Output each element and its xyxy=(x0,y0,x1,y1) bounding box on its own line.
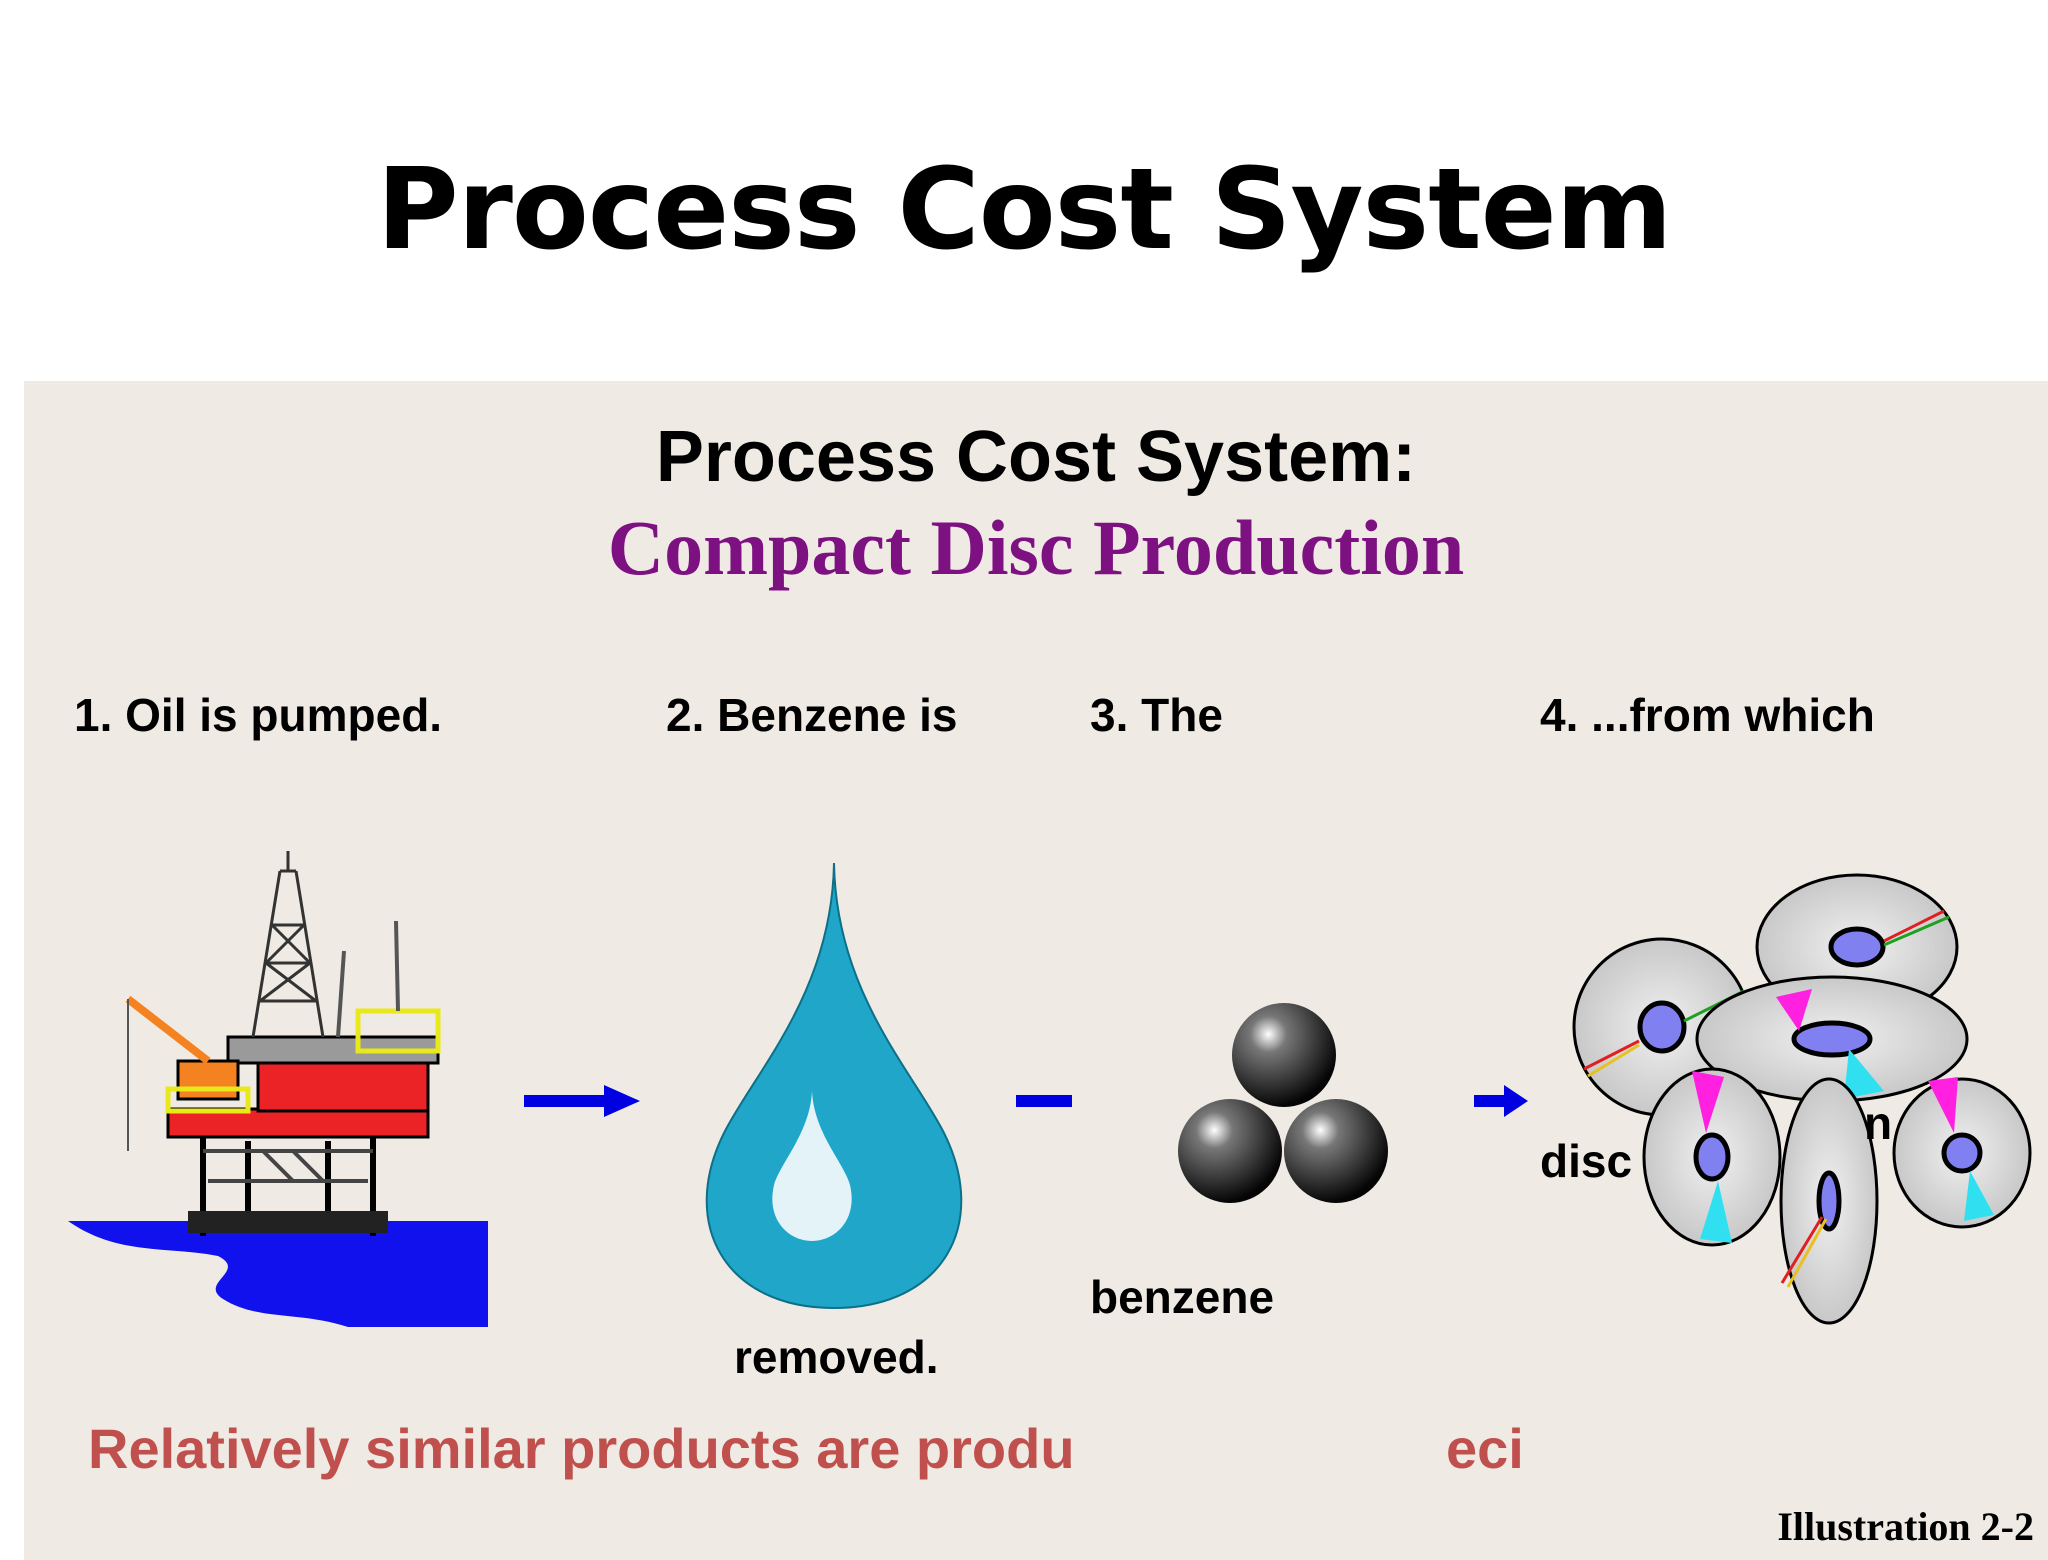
main-title: Process Cost System xyxy=(376,145,1673,275)
slide-title: Process Cost System: xyxy=(655,417,1417,497)
illustration-label: Illustration 2-2 xyxy=(1777,1504,2034,1549)
step-1-label: 1. Oil is pumped. xyxy=(74,689,443,741)
arrow-2-icon xyxy=(1016,1095,1072,1107)
oil-rig-icon xyxy=(68,851,488,1327)
caption-fragment: eci xyxy=(1446,1417,1524,1480)
step-2-continuation: removed. xyxy=(734,1331,939,1383)
step-3-label: 3. The xyxy=(1090,689,1223,741)
molecule-spheres-icon xyxy=(1178,1003,1388,1203)
slide-subtitle: Compact Disc Production xyxy=(607,504,1465,591)
step-3-continuation: benzene xyxy=(1090,1271,1275,1323)
arrow-1-icon xyxy=(524,1085,640,1117)
compact-discs-icon xyxy=(1572,873,2032,1325)
step-4-label: 4. ...from which xyxy=(1540,689,1875,741)
caption-text: Relatively similar products are produ xyxy=(88,1417,1075,1480)
step-4-fragment-disc: disc xyxy=(1540,1135,1633,1187)
arrow-3-icon xyxy=(1474,1085,1528,1117)
step-4-fragment-n: n xyxy=(1864,1097,1893,1149)
slide-panel: Process Cost System: Compact Disc Produc… xyxy=(24,381,2048,1560)
step-2-label: 2. Benzene is xyxy=(666,689,958,741)
water-drop-icon xyxy=(705,863,963,1310)
